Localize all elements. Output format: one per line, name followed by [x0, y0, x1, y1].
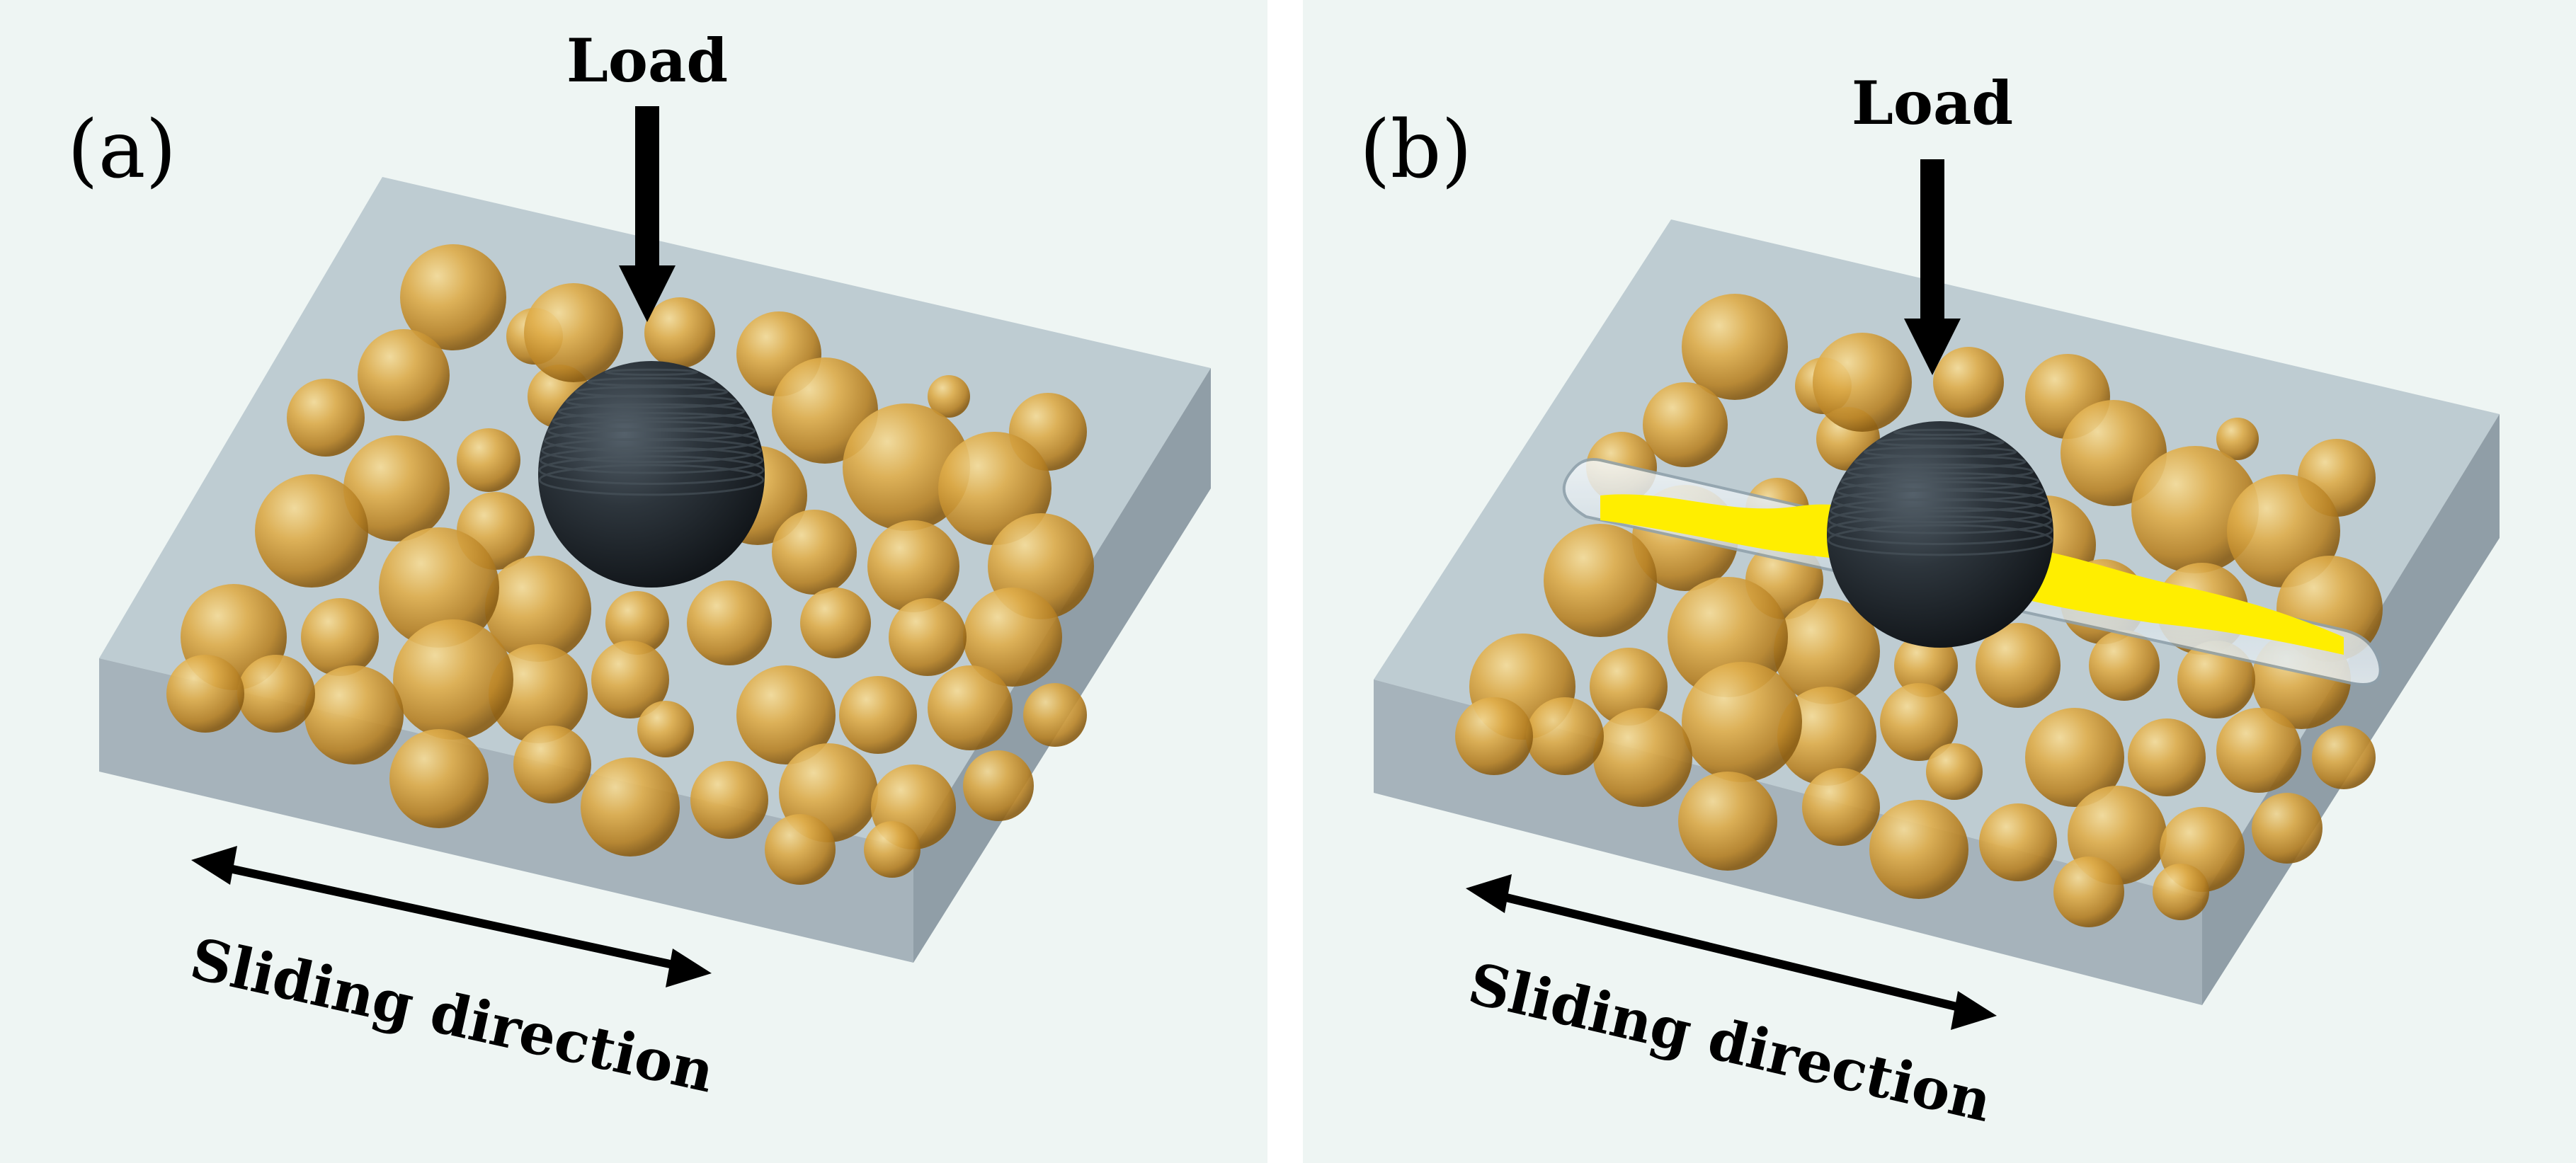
particle: [2128, 718, 2206, 796]
particle: [1023, 683, 1087, 747]
particle: [287, 379, 365, 457]
particle: [237, 655, 315, 733]
particle: [393, 619, 513, 740]
panel-label: (a): [67, 104, 176, 196]
particle: [2177, 641, 2255, 718]
particle: [687, 580, 772, 665]
particle: [2089, 630, 2160, 701]
particle: [304, 665, 404, 764]
particle: [2312, 726, 2376, 789]
particle: [1455, 697, 1533, 775]
particle: [1526, 697, 1604, 775]
particle: [457, 428, 520, 492]
particle: [765, 814, 836, 885]
particle: [889, 598, 967, 676]
particle: [591, 641, 669, 718]
particle: [864, 821, 921, 878]
particle: [2025, 708, 2124, 807]
panel-label: (b): [1360, 104, 1472, 196]
particle: [928, 375, 970, 418]
particle: [800, 588, 871, 658]
particle: [2252, 793, 2323, 864]
particle: [1813, 333, 1912, 432]
double-arrow-icon: [191, 846, 712, 987]
particle: [1590, 648, 1668, 726]
particle: [1643, 382, 1728, 467]
down-arrow-icon: [1904, 159, 1961, 375]
particle: [644, 297, 715, 368]
particle: [1774, 598, 1880, 704]
particle: [524, 283, 623, 382]
load-label: Load: [566, 25, 728, 96]
particle: [1544, 524, 1657, 637]
particle: [839, 676, 917, 754]
particle: [1894, 634, 1958, 697]
particle: [963, 588, 1062, 687]
particle: [605, 591, 669, 655]
panel-b: Load (b) Sliding direction: [1303, 0, 2576, 1163]
particle: [1802, 768, 1880, 846]
particle: [2153, 864, 2209, 920]
particle: [2216, 418, 2259, 460]
matrix-front-face: [99, 658, 913, 963]
particle: [581, 757, 680, 857]
particle: [343, 435, 450, 542]
particle: [843, 403, 970, 531]
panel-b-diagram: Load (b) Sliding direction: [1303, 0, 2576, 1163]
particle: [485, 556, 591, 662]
particle: [1926, 743, 1983, 800]
particle: [637, 701, 694, 757]
particle: [1777, 687, 1876, 786]
particle: [400, 244, 506, 350]
load-label: Load: [1852, 68, 2013, 138]
particles: [1455, 294, 2383, 927]
particle: [1880, 683, 1958, 761]
particle: [379, 527, 499, 648]
particle: [867, 520, 959, 612]
particle: [690, 761, 768, 839]
particle: [1976, 623, 2061, 708]
particle: [1682, 662, 1802, 782]
particle: [389, 729, 489, 828]
particle: [513, 726, 591, 803]
particle: [166, 655, 244, 733]
particle: [1682, 294, 1788, 400]
particle: [1933, 347, 2004, 418]
particle: [963, 750, 1034, 821]
particle: [2216, 708, 2301, 793]
panel-a: Load (a) Sliding direction: [0, 0, 1267, 1163]
down-arrow-icon: [619, 106, 676, 322]
particle: [1869, 800, 1968, 899]
particle: [358, 329, 450, 421]
particle: [1678, 772, 1777, 871]
particle: [2131, 446, 2259, 573]
double-arrow-icon: [1466, 874, 1997, 1030]
particle: [928, 665, 1013, 750]
particle: [489, 644, 588, 743]
particle: [255, 474, 368, 588]
particle: [772, 510, 857, 595]
counterface-ball: [538, 361, 765, 588]
panel-a-diagram: Load (a) Sliding direction: [0, 0, 1267, 1163]
counterface-ball: [1827, 421, 2053, 648]
particles: [166, 244, 1094, 885]
particle: [1593, 708, 1692, 807]
particle: [301, 598, 379, 676]
particle: [736, 665, 836, 764]
particle: [2053, 857, 2124, 927]
particle: [1979, 803, 2057, 881]
